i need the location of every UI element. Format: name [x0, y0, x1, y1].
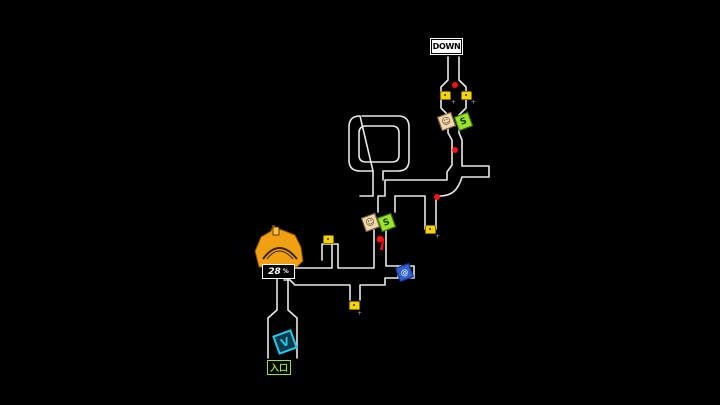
- treasure-chest-icon[interactable]: [440, 91, 451, 100]
- sparkle-icon: +: [471, 99, 477, 106]
- corridor-loop-down: [359, 170, 374, 197]
- entrance-label: 入口: [267, 360, 291, 375]
- enemy-dot-icon: [452, 82, 458, 88]
- treasure-chest-icon[interactable]: [323, 235, 334, 244]
- loop-room-inner: [358, 125, 400, 163]
- treasure-chest-icon[interactable]: [461, 91, 472, 100]
- completion-value: 28: [268, 266, 281, 277]
- enemy-dot-icon: [434, 194, 440, 200]
- cyan-marker-label: V: [278, 334, 292, 350]
- player-position-icon: [376, 236, 384, 250]
- sparkle-icon: +: [451, 99, 457, 106]
- boss-gear-emblem-icon: [254, 225, 304, 268]
- treasure-chest-icon[interactable]: [349, 301, 360, 310]
- save-point-label: S: [458, 115, 469, 128]
- sparkle-icon: +: [435, 233, 441, 240]
- completion-percent: 28 %: [262, 264, 295, 279]
- enemy-dot-icon: [452, 147, 458, 153]
- corridor-left-descent: [267, 277, 298, 359]
- sparkle-icon: +: [357, 310, 363, 317]
- treasure-chest-icon[interactable]: [425, 225, 436, 234]
- corridor-mid-left: [394, 195, 426, 230]
- corridor-chest-branch: [321, 243, 333, 261]
- completion-unit: %: [282, 268, 289, 275]
- corridor-top-stem-right: [435, 56, 490, 230]
- save-point-label: S: [381, 216, 392, 229]
- corridor-top-stem: [377, 56, 453, 213]
- loop-room-outer: [348, 115, 410, 181]
- exit-down-label: DOWN: [430, 38, 463, 55]
